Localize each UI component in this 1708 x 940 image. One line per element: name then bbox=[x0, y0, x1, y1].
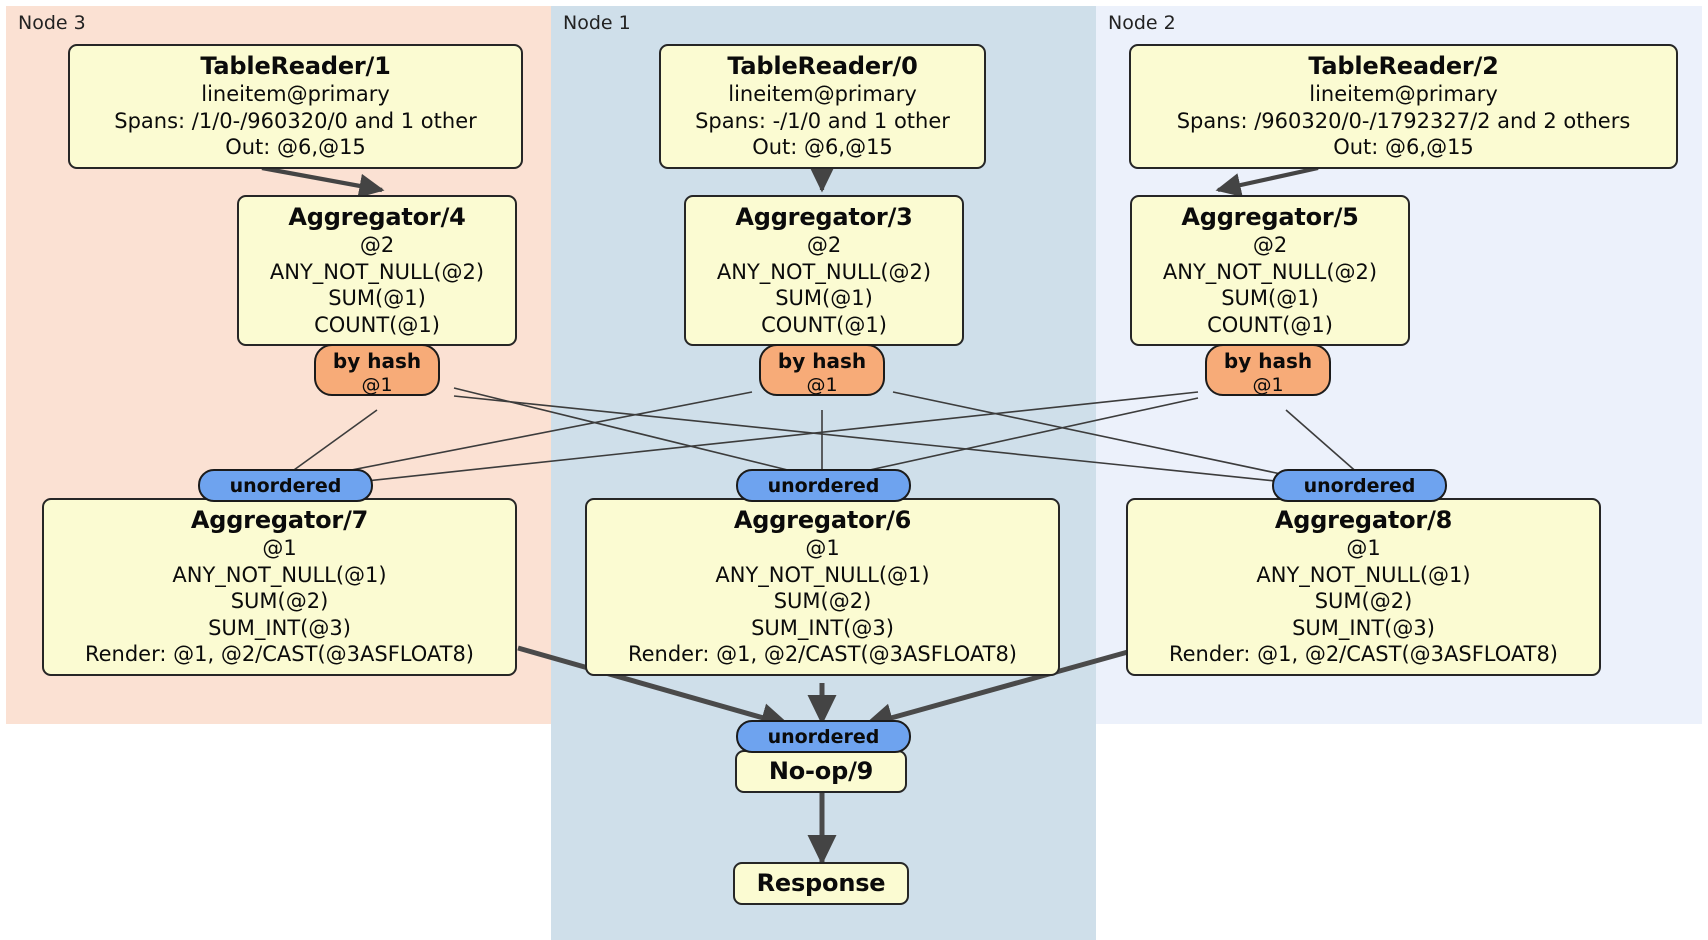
processor-line: Spans: -/1/0 and 1 other bbox=[695, 108, 950, 133]
processor-line: ANY_NOT_NULL(@1) bbox=[715, 562, 930, 587]
badge-label: unordered bbox=[229, 475, 342, 497]
node-panel-label-node1: Node 1 bbox=[563, 12, 631, 34]
processor-title: Aggregator/6 bbox=[733, 506, 912, 534]
processor-line: @1 bbox=[1346, 536, 1381, 561]
badge-label: unordered bbox=[1303, 475, 1416, 497]
processor-line: @2 bbox=[806, 233, 842, 258]
badge-unordered-final[interactable]: unordered bbox=[736, 720, 911, 753]
badge-unordered-center[interactable]: unordered bbox=[736, 469, 911, 502]
badge-sublabel: @1 bbox=[1252, 373, 1284, 396]
processor-line: SUM(@1) bbox=[775, 286, 873, 311]
badge-by-hash-right[interactable]: by hash @1 bbox=[1205, 344, 1331, 396]
processor-line: SUM(@1) bbox=[328, 286, 426, 311]
processor-table-reader-0[interactable]: TableReader/0 lineitem@primary Spans: -/… bbox=[659, 44, 986, 169]
processor-line: SUM(@1) bbox=[1221, 286, 1319, 311]
processor-title: Response bbox=[756, 869, 886, 897]
badge-label: by hash bbox=[1223, 349, 1313, 373]
processor-line: SUM(@2) bbox=[1314, 589, 1413, 614]
processor-line: Out: @6,@15 bbox=[225, 135, 366, 160]
processor-title: No-op/9 bbox=[768, 757, 874, 785]
processor-title: Aggregator/8 bbox=[1274, 506, 1453, 534]
processor-line: Out: @6,@15 bbox=[752, 135, 893, 160]
processor-aggregator-3[interactable]: Aggregator/3 @2 ANY_NOT_NULL(@2) SUM(@1)… bbox=[684, 195, 964, 347]
processor-line: ANY_NOT_NULL(@2) bbox=[1162, 259, 1378, 284]
processor-aggregator-7[interactable]: Aggregator/7 @1 ANY_NOT_NULL(@1) SUM(@2)… bbox=[42, 498, 517, 676]
processor-title: Aggregator/4 bbox=[288, 203, 466, 231]
badge-by-hash-left[interactable]: by hash @1 bbox=[314, 344, 440, 396]
processor-title: TableReader/1 bbox=[200, 52, 391, 80]
processor-table-reader-1[interactable]: TableReader/1 lineitem@primary Spans: /1… bbox=[68, 44, 523, 169]
processor-line: SUM_INT(@3) bbox=[1292, 615, 1435, 640]
processor-line: @2 bbox=[1252, 233, 1288, 258]
processor-line: lineitem@primary bbox=[1309, 82, 1498, 107]
processor-line: @2 bbox=[359, 233, 395, 258]
processor-aggregator-6[interactable]: Aggregator/6 @1 ANY_NOT_NULL(@1) SUM(@2)… bbox=[585, 498, 1060, 676]
processor-line: Render: @1, @2/CAST(@3ASFLOAT8) bbox=[1168, 642, 1559, 667]
processor-line: ANY_NOT_NULL(@2) bbox=[269, 259, 485, 284]
processor-line: ANY_NOT_NULL(@2) bbox=[716, 259, 932, 284]
processor-line: COUNT(@1) bbox=[761, 312, 887, 337]
processor-title: TableReader/0 bbox=[727, 52, 918, 80]
badge-sublabel: @1 bbox=[361, 373, 393, 396]
processor-line: SUM_INT(@3) bbox=[208, 615, 351, 640]
node-panel-label-node2: Node 2 bbox=[1108, 12, 1176, 34]
processor-line: lineitem@primary bbox=[201, 82, 390, 107]
processor-line: lineitem@primary bbox=[728, 82, 917, 107]
badge-unordered-left[interactable]: unordered bbox=[198, 469, 373, 502]
processor-title: Aggregator/5 bbox=[1181, 203, 1359, 231]
processor-line: ANY_NOT_NULL(@1) bbox=[1256, 562, 1471, 587]
processor-title: TableReader/2 bbox=[1308, 52, 1499, 80]
processor-response[interactable]: Response bbox=[733, 862, 909, 906]
node-panel-label-node3: Node 3 bbox=[18, 12, 86, 34]
badge-label: unordered bbox=[767, 726, 880, 748]
processor-aggregator-4[interactable]: Aggregator/4 @2 ANY_NOT_NULL(@2) SUM(@1)… bbox=[237, 195, 517, 347]
processor-line: Render: @1, @2/CAST(@3ASFLOAT8) bbox=[627, 642, 1018, 667]
badge-unordered-right[interactable]: unordered bbox=[1272, 469, 1447, 502]
processor-line: COUNT(@1) bbox=[314, 312, 440, 337]
processor-line: ANY_NOT_NULL(@1) bbox=[172, 562, 387, 587]
processor-line: @1 bbox=[262, 536, 297, 561]
badge-sublabel: @1 bbox=[806, 373, 838, 396]
processor-title: Aggregator/3 bbox=[735, 203, 913, 231]
processor-line: Out: @6,@15 bbox=[1333, 135, 1474, 160]
processor-line: Render: @1, @2/CAST(@3ASFLOAT8) bbox=[84, 642, 475, 667]
processor-title: Aggregator/7 bbox=[190, 506, 369, 534]
processor-aggregator-8[interactable]: Aggregator/8 @1 ANY_NOT_NULL(@1) SUM(@2)… bbox=[1126, 498, 1601, 676]
processor-line: SUM(@2) bbox=[230, 589, 329, 614]
processor-line: SUM(@2) bbox=[773, 589, 872, 614]
processor-line: SUM_INT(@3) bbox=[751, 615, 894, 640]
badge-label: unordered bbox=[767, 475, 880, 497]
processor-table-reader-2[interactable]: TableReader/2 lineitem@primary Spans: /9… bbox=[1129, 44, 1678, 169]
badge-label: by hash bbox=[777, 349, 867, 373]
badge-by-hash-center[interactable]: by hash @1 bbox=[759, 344, 885, 396]
badge-label: by hash bbox=[332, 349, 422, 373]
processor-no-op-9[interactable]: No-op/9 bbox=[735, 750, 907, 794]
processor-line: COUNT(@1) bbox=[1207, 312, 1333, 337]
processor-line: Spans: /1/0-/960320/0 and 1 other bbox=[114, 108, 477, 133]
processor-line: Spans: /960320/0-/1792327/2 and 2 others bbox=[1176, 108, 1631, 133]
processor-aggregator-5[interactable]: Aggregator/5 @2 ANY_NOT_NULL(@2) SUM(@1)… bbox=[1130, 195, 1410, 347]
processor-line: @1 bbox=[805, 536, 840, 561]
